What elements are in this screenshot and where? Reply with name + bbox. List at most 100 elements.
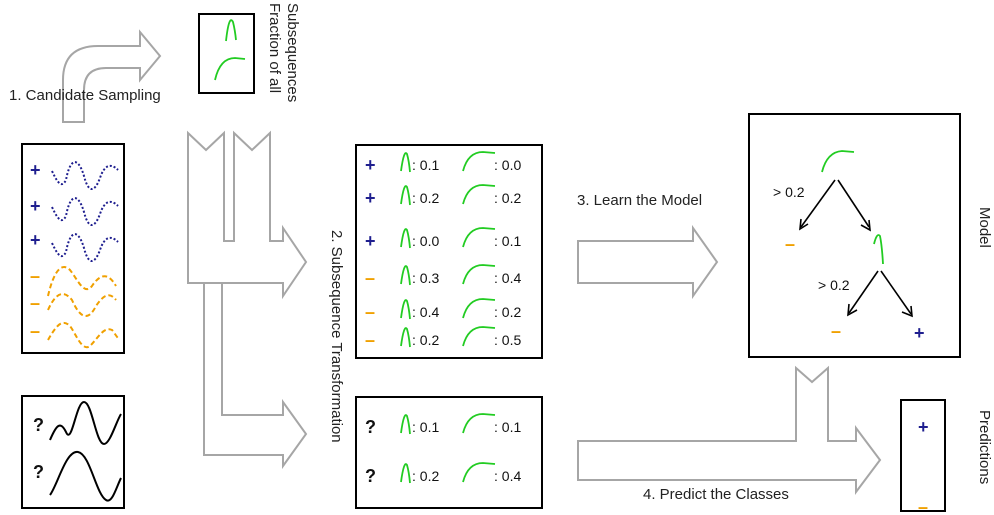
shapelet-2-icon bbox=[462, 462, 496, 483]
test-series-2 bbox=[49, 451, 122, 502]
shapelet-2-icon bbox=[462, 413, 496, 434]
table-row: – : 0.2 : 0.5 bbox=[365, 326, 521, 350]
shapelet-1-icon bbox=[400, 414, 411, 435]
tree-leaf-negative-1: – bbox=[785, 234, 795, 254]
training-class-labels: + + + – – – bbox=[30, 160, 41, 341]
shapelet-2-distance: : 0.4 bbox=[494, 270, 521, 286]
shapelet-2-distance: : 0.1 bbox=[494, 233, 521, 249]
learn-model-arrow bbox=[577, 224, 719, 300]
training-series-box bbox=[21, 143, 125, 354]
row-class-label: ? bbox=[365, 466, 376, 486]
shapelet-1-icon bbox=[400, 265, 411, 286]
table-row: ? : 0.1 : 0.1 bbox=[365, 413, 521, 437]
test-class-labels: ?? bbox=[33, 415, 44, 482]
shapelet-1-icon bbox=[225, 19, 237, 42]
series-class-label: + bbox=[30, 230, 41, 250]
shapelet-1-icon bbox=[400, 228, 411, 249]
transformed-training-table: + : 0.1 : 0.0 + : 0.2 : 0.2 + : 0.0 : 0.1 – : 0.3:… bbox=[365, 151, 521, 350]
fraction-label-line-1: Fraction of all bbox=[266, 3, 283, 93]
shapelet-1-distance: : 0.3 bbox=[412, 270, 439, 286]
tree-edges bbox=[799, 179, 913, 318]
negative-series-1 bbox=[47, 266, 117, 297]
tree-node-shapelet-icon bbox=[873, 234, 884, 265]
table-row: + : 0.2 : 0.2 bbox=[365, 184, 521, 208]
tree-leaf-positive: + bbox=[914, 323, 925, 343]
series-class-label: – bbox=[30, 293, 40, 313]
shapelet-2-distance: : 0.5 bbox=[494, 332, 521, 348]
transformed-test-table: ? : 0.1 : 0.1? : 0.2 : 0.4 bbox=[365, 413, 521, 486]
model-label: Model bbox=[976, 207, 993, 248]
shapelet-1-icon bbox=[400, 463, 411, 484]
positive-series-2 bbox=[51, 197, 119, 226]
transformation-arrow-upper bbox=[187, 130, 308, 300]
table-row: ? : 0.2 : 0.4 bbox=[365, 462, 521, 486]
shapelet-1-icon bbox=[400, 299, 411, 320]
shapelet-1-distance: : 0.2 bbox=[412, 332, 439, 348]
sampled-subsequences-box bbox=[198, 13, 255, 94]
step-3-label: 3. Learn the Model bbox=[577, 192, 702, 209]
shapelet-1-icon bbox=[400, 152, 411, 173]
predict-classes-arrow bbox=[577, 365, 882, 495]
predictions-label: Predictions bbox=[976, 410, 993, 484]
step-4-label: 4. Predict the Classes bbox=[643, 486, 789, 503]
tree-root-shapelet-icon bbox=[821, 150, 855, 173]
shapelet-2-icon bbox=[462, 264, 496, 285]
test-series-box bbox=[21, 395, 125, 509]
fraction-label-line-2: Subsequences bbox=[284, 3, 301, 102]
shapelet-2-distance: : 0.0 bbox=[494, 157, 521, 173]
shapelet-1-distance: : 0.0 bbox=[412, 233, 439, 249]
table-row: – : 0.4 : 0.2 bbox=[365, 298, 521, 322]
row-class-label: – bbox=[365, 268, 375, 288]
shapelet-2-icon bbox=[462, 184, 496, 205]
shapelet-2-icon bbox=[462, 326, 496, 347]
model-box bbox=[748, 113, 961, 358]
row-class-label: + bbox=[365, 155, 376, 175]
positive-series-1 bbox=[51, 161, 119, 190]
shapelet-1-distance: : 0.2 bbox=[412, 190, 439, 206]
shapelet-2-icon bbox=[214, 57, 246, 81]
table-row: + : 0.1 : 0.0 bbox=[365, 151, 521, 175]
row-class-label: – bbox=[365, 302, 375, 322]
prediction-negative: – bbox=[918, 497, 928, 515]
shapelet-1-icon bbox=[400, 327, 411, 348]
candidate-sampling-arrow bbox=[62, 29, 162, 123]
test-series-1 bbox=[49, 400, 122, 446]
series-class-label: + bbox=[30, 196, 41, 216]
transformed-test-box bbox=[355, 396, 543, 509]
transformed-training-box bbox=[355, 144, 543, 359]
positive-series-3 bbox=[51, 233, 119, 262]
table-row: + : 0.0 : 0.1 bbox=[365, 227, 521, 251]
shapelet-1-distance: : 0.4 bbox=[412, 304, 439, 320]
row-class-label: – bbox=[365, 330, 375, 350]
shapelet-1-icon bbox=[400, 185, 411, 206]
tree-threshold-2: > 0.2 bbox=[818, 277, 850, 293]
shapelet-2-distance: : 0.1 bbox=[494, 419, 521, 435]
tree-leaf-negative-2: – bbox=[831, 321, 841, 341]
series-class-label: + bbox=[30, 160, 41, 180]
shapelet-2-icon bbox=[462, 298, 496, 319]
row-class-label: + bbox=[365, 231, 376, 251]
predictions-box bbox=[900, 399, 946, 512]
shapelet-2-distance: : 0.2 bbox=[494, 304, 521, 320]
shapelet-1-distance: : 0.1 bbox=[412, 157, 439, 173]
row-class-label: ? bbox=[365, 417, 376, 437]
series-class-label: ? bbox=[33, 462, 44, 482]
tree-threshold-1: > 0.2 bbox=[773, 184, 805, 200]
series-class-label: – bbox=[30, 266, 40, 286]
table-row: – : 0.3 : 0.4 bbox=[365, 264, 521, 288]
shapelet-2-icon bbox=[462, 227, 496, 248]
shapelet-2-distance: : 0.2 bbox=[494, 190, 521, 206]
step-1-label: 1. Candidate Sampling bbox=[9, 87, 161, 104]
series-class-label: ? bbox=[33, 415, 44, 435]
step-2-label: 2. Subsequence Transformation bbox=[328, 230, 345, 443]
shapelet-2-distance: : 0.4 bbox=[494, 468, 521, 484]
transformation-arrow-lower bbox=[203, 282, 308, 470]
row-class-label: + bbox=[365, 188, 376, 208]
shapelet-1-distance: : 0.1 bbox=[412, 419, 439, 435]
series-class-label: – bbox=[30, 321, 40, 341]
training-series-group bbox=[47, 161, 119, 349]
shapelet-2-icon bbox=[462, 151, 496, 172]
prediction-positive: + bbox=[918, 417, 929, 437]
shapelet-1-distance: : 0.2 bbox=[412, 468, 439, 484]
